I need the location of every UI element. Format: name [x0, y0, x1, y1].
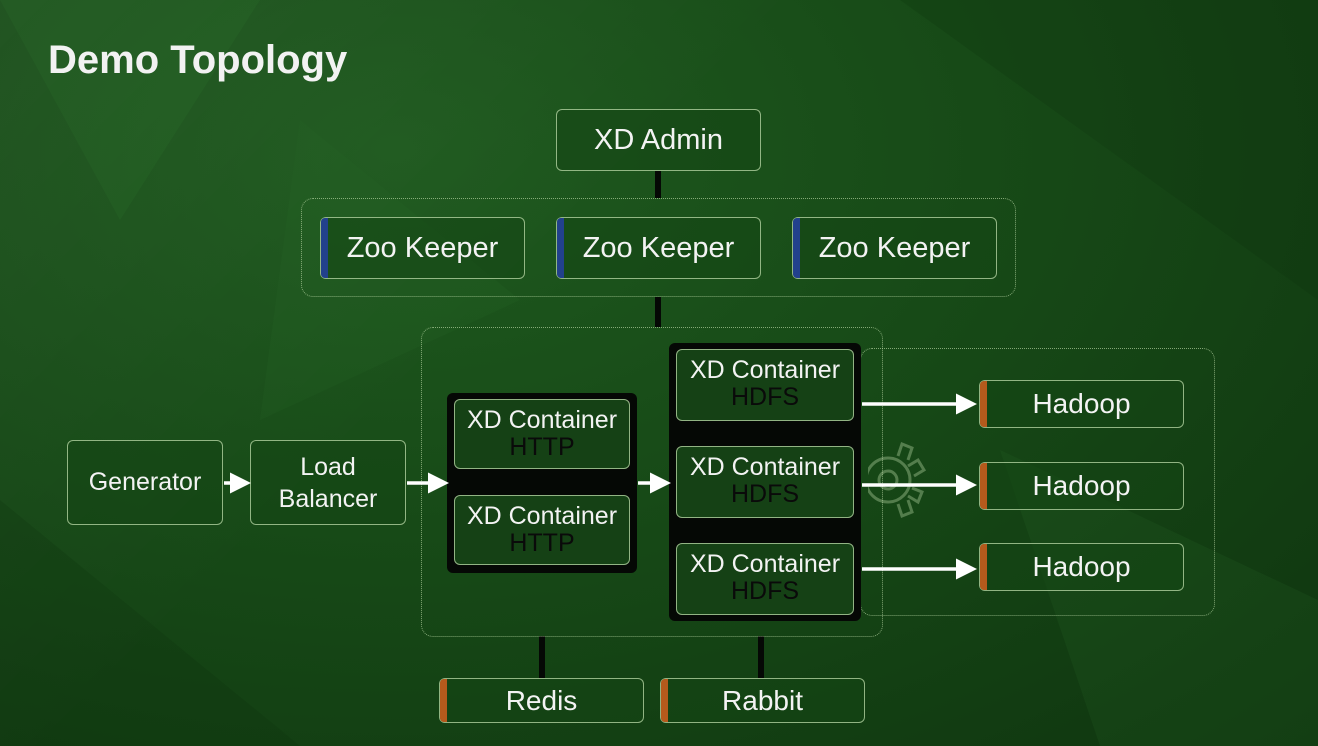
zookeeper-group [301, 198, 1016, 297]
hadoop-label: Hadoop [1032, 470, 1131, 501]
xd-container-http: XD Container HTTP [454, 495, 630, 565]
xd-container-hdfs: XD Container HDFS [676, 543, 854, 615]
rabbit-accent-bar [661, 679, 668, 722]
container-name: XD Container [689, 356, 841, 384]
zookeeper-box: Zoo Keeper [556, 217, 761, 279]
hadoop-box: Hadoop [979, 543, 1184, 591]
redis-accent-bar [440, 679, 447, 722]
zookeeper-label: Zoo Keeper [582, 231, 735, 264]
slide-title: Demo Topology [48, 38, 348, 82]
redis-label: Redis [505, 684, 578, 716]
container-type: HTTP [509, 433, 575, 461]
generator-box: Generator [67, 440, 223, 525]
rabbit-label: Rabbit [722, 684, 803, 716]
zookeeper-box: Zoo Keeper [792, 217, 997, 279]
container-name: XD Container [689, 550, 841, 578]
generator-label: Generator [88, 468, 202, 496]
zookeeper-label: Zoo Keeper [818, 231, 971, 264]
zookeeper-label: Zoo Keeper [346, 231, 499, 264]
zookeeper-accent-bar [321, 218, 328, 278]
redis-box: Redis [439, 678, 644, 723]
hadoop-box: Hadoop [979, 380, 1184, 428]
load-balancer-label-line1: Load [300, 452, 356, 481]
zookeeper-accent-bar [793, 218, 800, 278]
rabbit-box: Rabbit [660, 678, 865, 723]
xd-container-hdfs: XD Container HDFS [676, 446, 854, 518]
xd-admin-box: XD Admin [556, 109, 761, 171]
load-balancer-label-line2: Balancer [278, 484, 378, 513]
zookeeper-box: Zoo Keeper [320, 217, 525, 279]
hadoop-label: Hadoop [1032, 388, 1131, 419]
hadoop-accent-bar [980, 544, 987, 590]
hadoop-accent-bar [980, 463, 987, 509]
hadoop-accent-bar [980, 381, 987, 427]
container-type: HDFS [730, 480, 800, 508]
hadoop-label: Hadoop [1032, 551, 1131, 582]
zookeeper-accent-bar [557, 218, 564, 278]
containers-to-rabbit-line [758, 636, 764, 678]
containers-to-redis-line [539, 636, 545, 678]
zookeeper-to-containers-line [655, 297, 661, 327]
container-name: XD Container [466, 406, 618, 434]
container-type: HDFS [730, 577, 800, 605]
container-type: HDFS [730, 383, 800, 411]
load-balancer-box: Load Balancer [250, 440, 406, 525]
xd-container-http: XD Container HTTP [454, 399, 630, 469]
container-name: XD Container [689, 453, 841, 481]
gear-icon [868, 442, 927, 518]
xd-container-hdfs: XD Container HDFS [676, 349, 854, 421]
hadoop-box: Hadoop [979, 462, 1184, 510]
container-type: HTTP [509, 529, 575, 557]
container-name: XD Container [466, 502, 618, 530]
xd-admin-label: XD Admin [594, 123, 723, 156]
admin-to-zookeeper-line [655, 171, 661, 198]
